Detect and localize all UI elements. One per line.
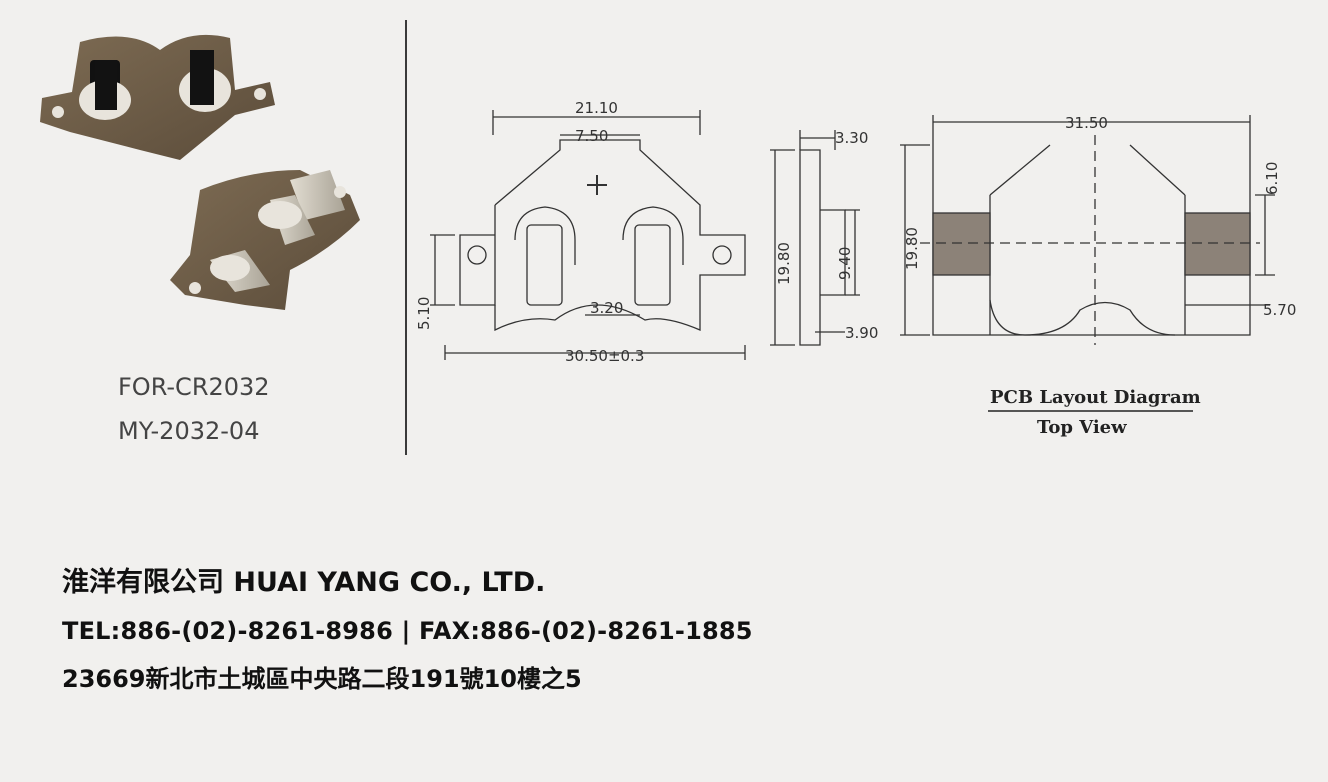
holder-angled-view [170,170,360,310]
holder-top-view [40,34,275,160]
part-label-battery: FOR-CR2032 [118,373,270,401]
company-name: 淮洋有限公司 HUAI YANG CO., LTD. [62,567,546,598]
dim-side-height: 19.80 [775,242,793,285]
side-view-drawing [770,130,860,346]
technical-drawings: 21.10 7.50 3.20 5.10 30.50±0.3 3.30 19.8… [415,95,1315,455]
dim-side-inner: 9.40 [836,247,854,280]
dim-front-total: 30.50±0.3 [565,347,644,365]
dim-pcb-height: 19.80 [903,227,921,270]
dim-pcb-width: 31.50 [1065,114,1108,132]
company-address: 23669新北市土城區中央路二段191號10樓之5 [62,665,582,693]
pcb-layout-drawing [900,115,1275,345]
front-view-drawing [430,110,746,360]
product-photo [30,20,380,330]
pcb-caption-sub: Top View [1037,417,1127,438]
vertical-divider [405,20,407,455]
part-number-labels: FOR-CR2032 MY-2032-04 [118,365,270,453]
dim-side-thickness: 3.30 [835,129,868,147]
dim-front-width: 21.10 [575,99,618,117]
pcb-caption-title: PCB Layout Diagram [990,387,1201,408]
dim-pcb-pad-height: 6.10 [1263,162,1281,195]
dim-front-contact: 3.20 [590,299,623,317]
company-info: 淮洋有限公司 HUAI YANG CO., LTD. TEL:886-(02)-… [62,560,1262,702]
dim-pcb-pad-width: 5.70 [1263,301,1296,319]
part-label-model: MY-2032-04 [118,417,260,445]
dim-side-bottom: 3.90 [845,324,878,342]
dim-front-height: 5.10 [415,297,433,330]
battery-holder-illustration [40,34,360,310]
company-contact: TEL:886-(02)-8261-8986 | FAX:886-(02)-82… [62,617,753,645]
dim-front-top: 7.50 [575,127,608,145]
drawings-svg: 21.10 7.50 3.20 5.10 30.50±0.3 3.30 19.8… [415,99,1296,438]
